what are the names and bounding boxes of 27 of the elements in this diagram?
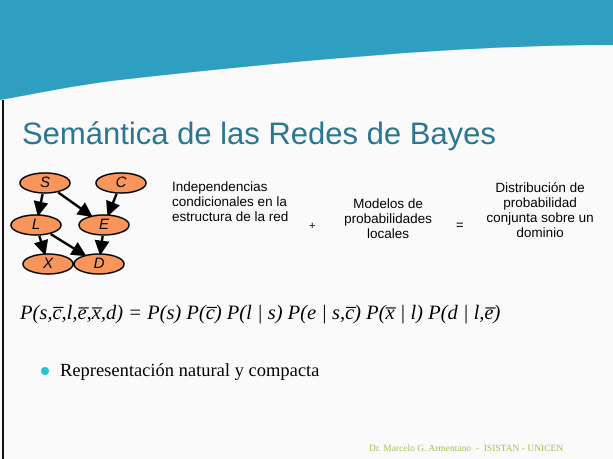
slide-title: Semántica de las Redes de Bayes [22, 116, 496, 152]
node-label: C [114, 173, 128, 193]
footer-text: Dr. Marcelo G. Armentano - ISISTAN - UNICEN [369, 443, 564, 455]
description-text: Independencias condicionales en la estructura de la red [172, 179, 290, 224]
arrow [34, 236, 48, 256]
node-label: S [38, 173, 51, 193]
bullet-text: Representación natural y compacta [60, 360, 320, 382]
node-label: L [30, 215, 42, 235]
arrow [94, 236, 110, 256]
variable-node [78, 214, 130, 236]
equals-sign: = [456, 217, 464, 232]
arrow [34, 194, 48, 216]
variable-node [10, 214, 62, 236]
variable-node [73, 253, 125, 275]
arrow [50, 233, 86, 256]
node-label: D [92, 254, 106, 274]
variable-node [19, 172, 71, 194]
variable-node [22, 253, 74, 275]
node-label: X [42, 254, 54, 274]
description-text: Modelos de probabilidades locales [343, 196, 433, 241]
node-label: E [98, 215, 110, 235]
variable-node [95, 172, 147, 194]
description-text: Distribución de probabilidad conjunta sobre un dominio [485, 180, 595, 240]
formula: P(s,c̅,l,e̅,x̅,d) = P(s) P(c̅) P(l | s) P(e | s,c̅) P(x̅ | l) P(d | l,e̅) [20, 301, 500, 326]
arrow [58, 191, 93, 217]
plus-sign: + [309, 219, 316, 234]
arrow [106, 193, 120, 216]
